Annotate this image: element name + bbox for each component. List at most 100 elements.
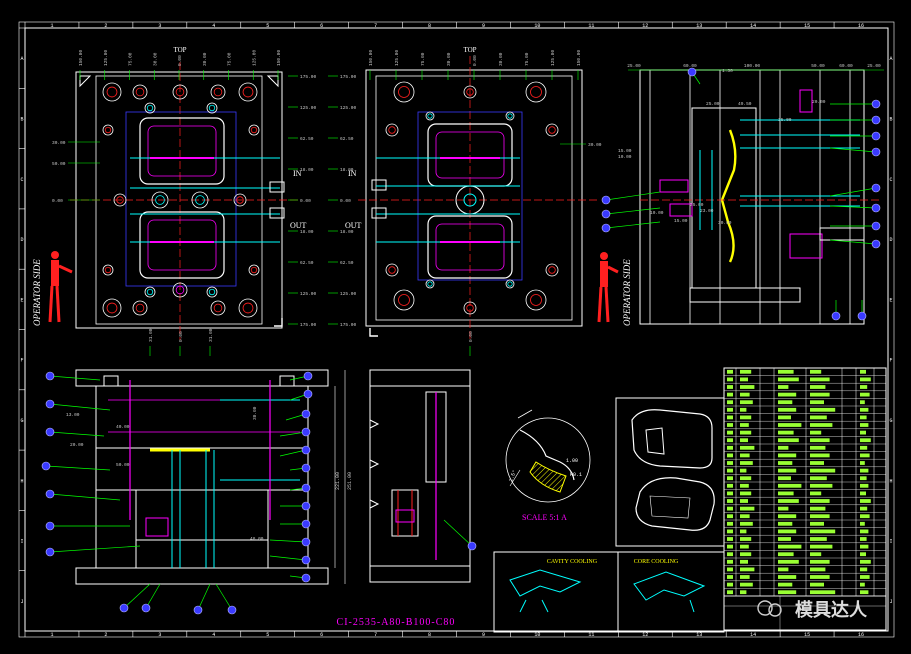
dimension-label: 75.00 — [227, 52, 233, 66]
frame-number: 6 — [320, 23, 323, 29]
dimension-label: 175.00 — [300, 322, 317, 328]
frame-number: 11 — [588, 23, 594, 29]
in-label-a: IN — [293, 169, 302, 178]
dimension-label: 25.00 — [867, 63, 881, 69]
dimension-label: 40.00 — [116, 424, 130, 430]
dimension-label: 125.00 — [340, 105, 357, 111]
bolt-hole — [132, 84, 148, 100]
frame-number: 11 — [588, 632, 594, 638]
dimension-label: 0.00 — [340, 198, 351, 204]
dimension-label: 125.00 — [394, 49, 400, 66]
dimension-label: 75.00 — [524, 52, 530, 66]
dimension-label: 23.00 — [700, 208, 714, 214]
callout-bubble — [301, 555, 311, 565]
dimension-label: 1.30 — [722, 68, 733, 74]
dimension-label: 30.00 — [498, 52, 504, 66]
operator-side-label-left: OPERATOR SIDE — [32, 259, 42, 326]
bom-row — [727, 468, 733, 473]
bolt-hole — [393, 289, 415, 311]
callout-bubble — [45, 427, 55, 437]
dimension-label: 10.00 — [618, 154, 632, 160]
frame-letter: E — [889, 297, 892, 303]
dimension-label: 0.00 — [472, 55, 478, 66]
plate-view-b: 150.00 125.00 75.00 30.00 0.00 30.00 75.00 125.… — [328, 46, 602, 356]
bom-row — [727, 506, 733, 511]
bom-row — [727, 590, 733, 595]
callout-bubble — [601, 195, 611, 205]
bolt-hole — [206, 286, 218, 298]
frame-letter: C — [889, 177, 892, 183]
frame-letter: J — [889, 599, 892, 605]
callout-bubble — [301, 427, 311, 437]
dimension-label: 0.00 — [300, 198, 311, 204]
bom-row — [727, 491, 733, 496]
bolt-hole — [113, 193, 127, 207]
callout-bubble — [467, 541, 477, 551]
bolt-hole — [385, 123, 399, 137]
dimension-label: 20.00 — [812, 99, 826, 105]
bom-title-block — [723, 367, 887, 631]
dimension-label: 30.00 — [588, 142, 602, 148]
product-preview — [615, 397, 725, 547]
frame-letter: G — [889, 418, 892, 424]
bolt-hole — [545, 263, 559, 277]
bom-row — [727, 483, 733, 488]
bom-row — [727, 430, 733, 435]
bolt-hole — [191, 191, 209, 209]
dimension-label: 75.00 — [420, 52, 426, 66]
top-label-a: TOP — [173, 46, 186, 54]
mold-code: CI-2535-A80-B100-C80 — [337, 617, 456, 628]
bom-row — [727, 369, 733, 374]
frame-letter: F — [20, 358, 23, 364]
cavity-cooling-diagram: CAVITY COOLING — [493, 551, 619, 633]
dimension-label: 125.00 — [340, 291, 357, 297]
frame-number: 12 — [642, 632, 648, 638]
callout-bubble — [301, 573, 311, 583]
frame-letter: B — [20, 116, 23, 122]
bom-row — [727, 537, 733, 541]
callout-bubble — [687, 67, 697, 77]
frame-number: 5 — [266, 632, 269, 638]
bolt-hole — [425, 111, 435, 121]
callout-bubble — [301, 463, 311, 473]
bom-row — [727, 521, 733, 526]
callout-bubble — [601, 209, 611, 219]
operator-side-label-right: OPERATOR SIDE — [622, 259, 632, 326]
dimension-label: 50.00 — [811, 63, 825, 69]
callout-bubble — [303, 389, 313, 399]
bom-row — [727, 400, 733, 405]
dimension-label: 15.00 — [674, 218, 688, 224]
dimension-label: 30.00 — [446, 52, 452, 66]
dimension-label: 0.00 — [468, 331, 474, 342]
frame-letter: A — [20, 56, 23, 62]
dimension-label: 0.00 — [177, 55, 183, 66]
dimension-label: 30.00 — [718, 220, 732, 226]
dimension-label: 75.00 — [128, 52, 134, 66]
bolt-hole — [102, 82, 122, 102]
callout-bubble — [141, 603, 151, 613]
callout-bubble — [227, 605, 237, 615]
bolt-hole — [151, 191, 169, 209]
frame-number: 1 — [50, 23, 53, 29]
dimension-label: 150.00 — [576, 49, 582, 66]
bom-row — [727, 552, 733, 557]
dimension-label: 125.00 — [103, 49, 109, 66]
callout-bubble — [45, 521, 55, 531]
dimension-label: 62.50 — [340, 260, 354, 266]
frame-number: 3 — [158, 23, 161, 29]
dimension-label: 35.00 — [690, 202, 704, 208]
dimension-label: 18.00 — [300, 229, 314, 235]
bom-row — [727, 377, 733, 382]
callout-bubble — [41, 461, 51, 471]
dimension-label: 50.00 — [116, 462, 130, 468]
watermark-text: 模具达人 — [795, 599, 868, 620]
dimension-label: 30.00 — [52, 140, 66, 146]
bolt-hole — [210, 84, 226, 100]
dimension-label: 31.00 — [148, 328, 154, 342]
dimension-label: 30.00 — [252, 406, 258, 420]
frame-letter: B — [889, 116, 892, 122]
frame-number: 16 — [858, 23, 864, 29]
dimension-label: 48.00 — [250, 536, 264, 542]
dimension-label: 62.50 — [340, 136, 354, 142]
